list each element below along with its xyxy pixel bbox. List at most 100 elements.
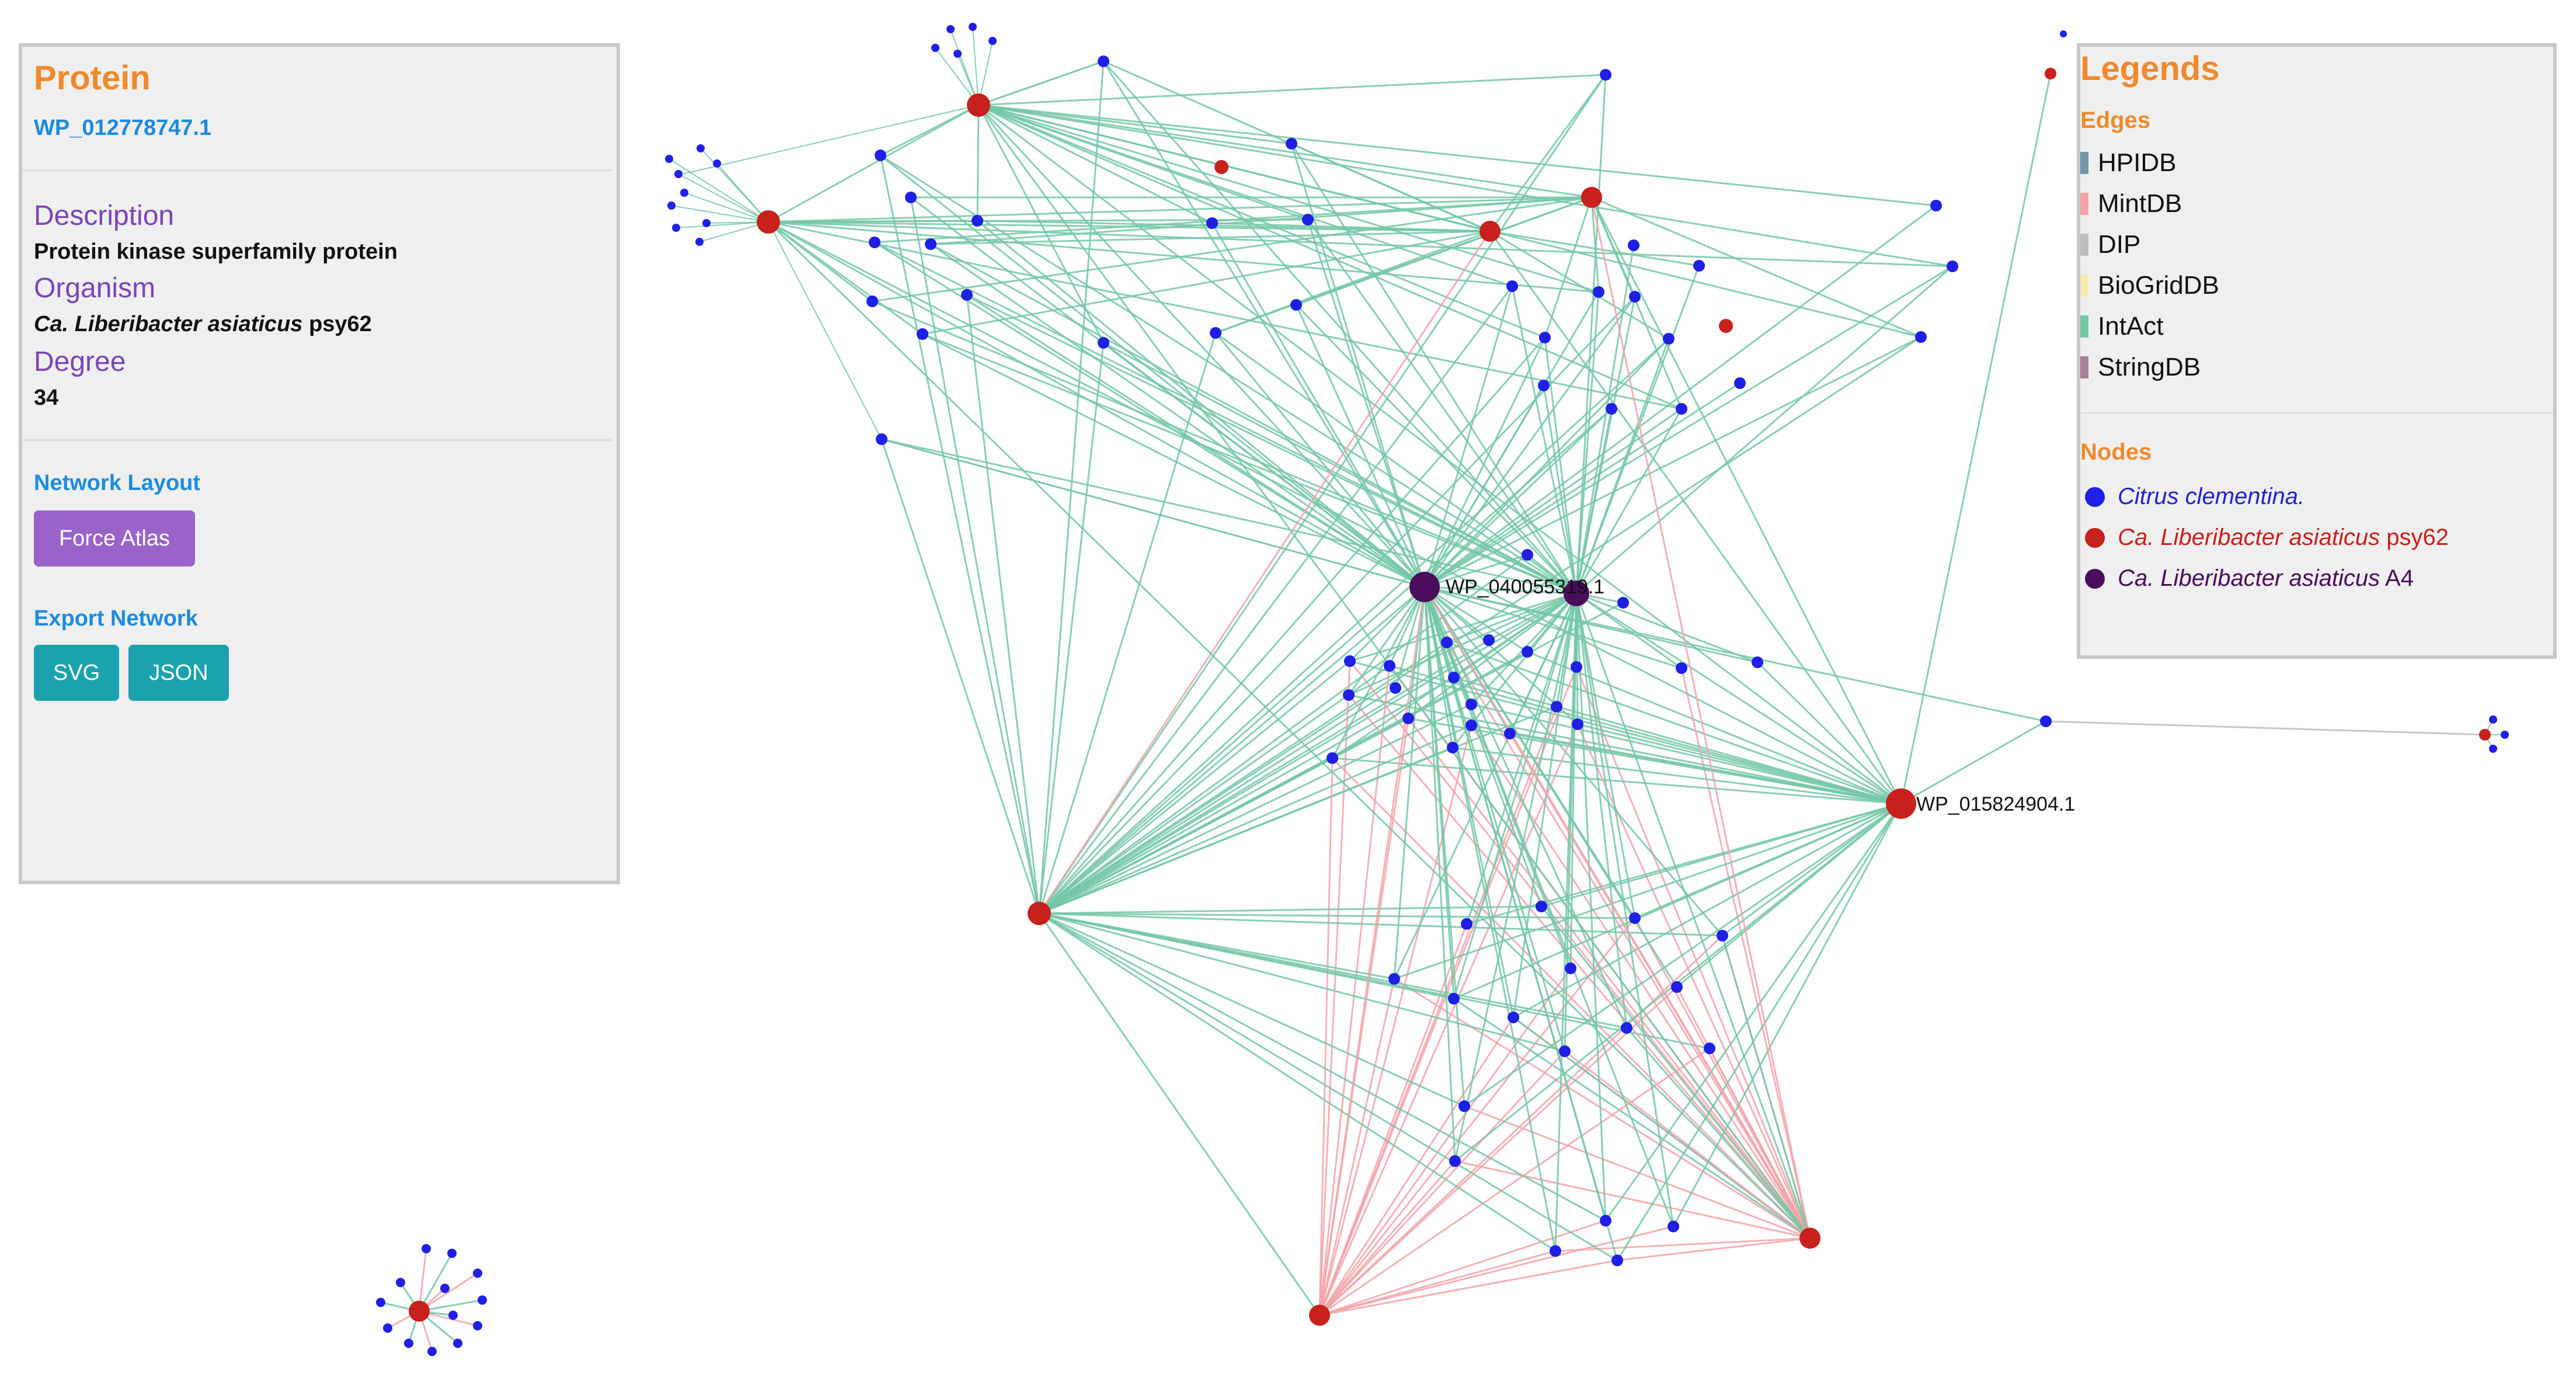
citrus-node[interactable] bbox=[1290, 299, 1302, 311]
citrus-node[interactable] bbox=[1600, 1215, 1611, 1226]
citrus-node[interactable] bbox=[1559, 1045, 1571, 1057]
citrus-node[interactable] bbox=[427, 1347, 437, 1356]
citrus-node[interactable] bbox=[953, 50, 962, 58]
citrus-node[interactable] bbox=[667, 201, 676, 210]
citrus-node[interactable] bbox=[1550, 1245, 1561, 1257]
citrus-node[interactable] bbox=[473, 1269, 482, 1278]
citrus-node[interactable] bbox=[869, 237, 880, 248]
citrus-node[interactable] bbox=[1344, 655, 1356, 667]
citrus-node[interactable] bbox=[1343, 689, 1355, 701]
citrus-node[interactable] bbox=[695, 238, 704, 246]
psy62-node[interactable] bbox=[1309, 1305, 1330, 1326]
citrus-node[interactable] bbox=[1441, 637, 1453, 648]
psy62-node[interactable] bbox=[1480, 221, 1501, 242]
citrus-node[interactable] bbox=[1611, 1255, 1623, 1266]
citrus-node[interactable] bbox=[448, 1311, 458, 1320]
citrus-node[interactable] bbox=[972, 215, 983, 227]
citrus-node[interactable] bbox=[1915, 331, 1927, 343]
citrus-node[interactable] bbox=[1676, 662, 1687, 674]
citrus-node[interactable] bbox=[876, 433, 887, 445]
citrus-node[interactable] bbox=[1538, 380, 1550, 391]
citrus-node[interactable] bbox=[1593, 286, 1604, 298]
citrus-node[interactable] bbox=[2040, 715, 2052, 727]
legend-edge-biogriddb[interactable]: BioGridDB bbox=[2080, 271, 2219, 300]
citrus-node[interactable] bbox=[866, 296, 878, 307]
legend-edge-mintdb[interactable]: MintDB bbox=[2080, 189, 2182, 218]
citrus-node[interactable] bbox=[665, 155, 673, 163]
psy62-node[interactable] bbox=[967, 93, 990, 117]
psy62-node[interactable] bbox=[757, 210, 780, 234]
citrus-node[interactable] bbox=[1930, 200, 1942, 211]
citrus-node[interactable] bbox=[1671, 981, 1683, 993]
citrus-node[interactable] bbox=[1388, 973, 1400, 985]
citrus-node[interactable] bbox=[1704, 1043, 1715, 1054]
psy62-node[interactable] bbox=[1028, 902, 1051, 925]
citrus-node[interactable] bbox=[1447, 742, 1458, 753]
citrus-node[interactable] bbox=[1693, 260, 1705, 272]
citrus-node[interactable] bbox=[1402, 713, 1414, 724]
citrus-node[interactable] bbox=[1571, 661, 1582, 673]
citrus-node[interactable] bbox=[422, 1244, 431, 1253]
citrus-node[interactable] bbox=[1465, 720, 1477, 731]
citrus-node[interactable] bbox=[1286, 138, 1297, 150]
citrus-node[interactable] bbox=[917, 328, 928, 340]
legend-node-a4[interactable]: Ca. Liberibacter asiaticus A4 bbox=[2085, 565, 2414, 592]
citrus-node[interactable] bbox=[1210, 327, 1221, 339]
citrus-node[interactable] bbox=[1465, 699, 1477, 710]
citrus-node[interactable] bbox=[1483, 634, 1495, 646]
citrus-node[interactable] bbox=[1206, 217, 1218, 229]
citrus-node[interactable] bbox=[478, 1295, 487, 1305]
citrus-node[interactable] bbox=[1536, 901, 1547, 912]
psy62-node[interactable] bbox=[1214, 160, 1228, 174]
citrus-node[interactable] bbox=[447, 1249, 457, 1258]
citrus-node[interactable] bbox=[1522, 549, 1533, 561]
citrus-node[interactable] bbox=[1302, 214, 1314, 225]
psy62-node[interactable] bbox=[2045, 68, 2056, 79]
citrus-node[interactable] bbox=[1676, 403, 1687, 415]
citrus-node[interactable] bbox=[2501, 731, 2509, 739]
citrus-node[interactable] bbox=[376, 1298, 385, 1307]
citrus-node[interactable] bbox=[925, 238, 937, 250]
citrus-node[interactable] bbox=[674, 170, 683, 178]
citrus-node[interactable] bbox=[1506, 280, 1518, 292]
citrus-node[interactable] bbox=[1617, 597, 1629, 609]
citrus-node[interactable] bbox=[702, 219, 711, 227]
citrus-node[interactable] bbox=[1629, 291, 1641, 303]
citrus-node[interactable] bbox=[1522, 646, 1533, 658]
psy62-node[interactable] bbox=[1799, 1228, 1820, 1249]
citrus-node[interactable] bbox=[1565, 962, 1576, 974]
citrus-node[interactable] bbox=[946, 25, 955, 33]
citrus-node[interactable] bbox=[1629, 912, 1641, 924]
citrus-node[interactable] bbox=[672, 224, 680, 232]
citrus-node[interactable] bbox=[1717, 930, 1728, 941]
citrus-node[interactable] bbox=[961, 289, 973, 301]
citrus-node[interactable] bbox=[1606, 403, 1617, 415]
citrus-node[interactable] bbox=[1098, 337, 1109, 349]
citrus-node[interactable] bbox=[1390, 682, 1401, 694]
legend-edge-hpidb[interactable]: HPIDB bbox=[2080, 148, 2176, 178]
psy62-node[interactable] bbox=[1581, 187, 1602, 208]
citrus-node[interactable] bbox=[713, 159, 721, 168]
citrus-node[interactable] bbox=[931, 44, 939, 52]
citrus-node[interactable] bbox=[453, 1339, 462, 1348]
citrus-node[interactable] bbox=[1327, 752, 1338, 764]
citrus-node[interactable] bbox=[1449, 1155, 1461, 1167]
citrus-node[interactable] bbox=[680, 189, 688, 197]
citrus-node[interactable] bbox=[697, 144, 705, 152]
citrus-node[interactable] bbox=[1572, 718, 1583, 730]
citrus-node[interactable] bbox=[1461, 918, 1473, 930]
citrus-node[interactable] bbox=[2489, 745, 2497, 753]
a4-node[interactable] bbox=[1564, 581, 1589, 606]
citrus-node[interactable] bbox=[1551, 701, 1562, 713]
citrus-node[interactable] bbox=[1734, 377, 1746, 389]
legend-node-psy62[interactable]: Ca. Liberibacter asiaticus psy62 bbox=[2085, 524, 2449, 551]
citrus-node[interactable] bbox=[1508, 1012, 1519, 1023]
psy62-node[interactable] bbox=[1719, 319, 1733, 333]
citrus-node[interactable] bbox=[1448, 993, 1460, 1005]
citrus-node[interactable] bbox=[396, 1278, 405, 1287]
citrus-node[interactable] bbox=[1621, 1022, 1632, 1034]
citrus-node[interactable] bbox=[2060, 30, 2067, 37]
export-json-button[interactable]: JSON bbox=[128, 645, 229, 701]
citrus-node[interactable] bbox=[383, 1323, 392, 1333]
